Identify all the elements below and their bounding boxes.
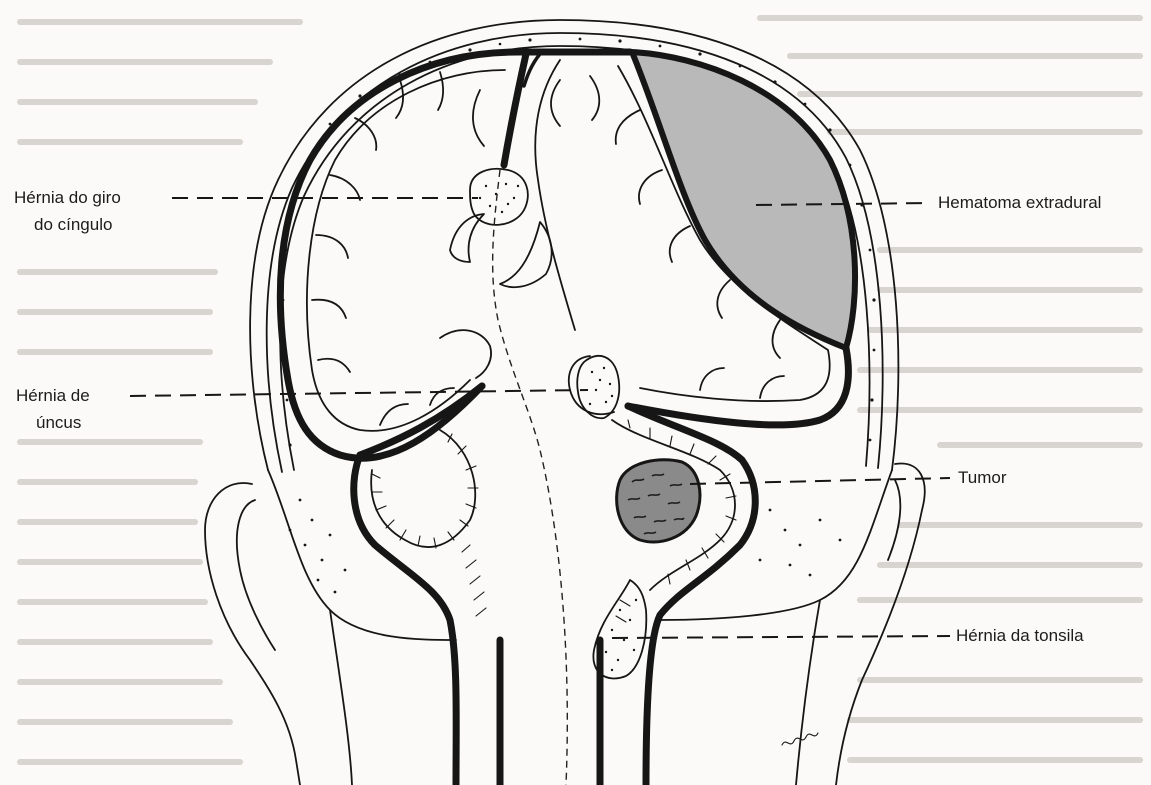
temporal-bone-dots-right [759,509,842,577]
label-tumor: Tumor [958,464,1007,491]
leader-tonsil-hernia [612,636,950,638]
skull-base-left [268,470,456,640]
neck-left [330,610,352,785]
label-cingulate-hernia-line1: Hérnia do giro [14,184,121,211]
left-temporal-horn [440,330,491,378]
cingulate-hernia-stipple [479,183,519,213]
neck-right [796,600,820,785]
brainstem-folia [462,545,630,622]
posterior-fossa-left [354,455,456,785]
left-ear-inner [237,500,275,650]
right-cortex-medial [535,60,575,330]
right-ventricle [500,222,552,287]
label-uncus-hernia-line2: úncus [16,409,90,436]
tonsillar-hernia-stipple [605,599,637,671]
label-extradural-hematoma: Hematoma extradural [938,189,1101,216]
left-ear [205,483,300,785]
falx-shifted [504,54,526,165]
label-tonsil-hernia: Hérnia da tonsila [956,622,1084,649]
label-uncus-hernia: Hérnia de úncus [16,382,90,436]
uncal-hernia-stipple [589,367,613,405]
right-temporal-horn [569,356,614,414]
label-cingulate-hernia: Hérnia do giro do cíngulo [14,184,121,238]
right-ear-inner [888,480,900,560]
dura-right-hemisphere [628,348,848,425]
tumor [617,460,700,542]
right-ear [836,463,925,785]
label-cingulate-hernia-line2: do cíngulo [14,211,121,238]
cingulate-hernia [470,169,528,225]
label-uncus-hernia-line1: Hérnia de [16,382,90,409]
temporal-bone-dots-left [289,499,347,594]
left-ventricle [450,214,484,262]
tentorium-left [360,386,482,455]
leader-uncus-hernia [130,390,588,396]
